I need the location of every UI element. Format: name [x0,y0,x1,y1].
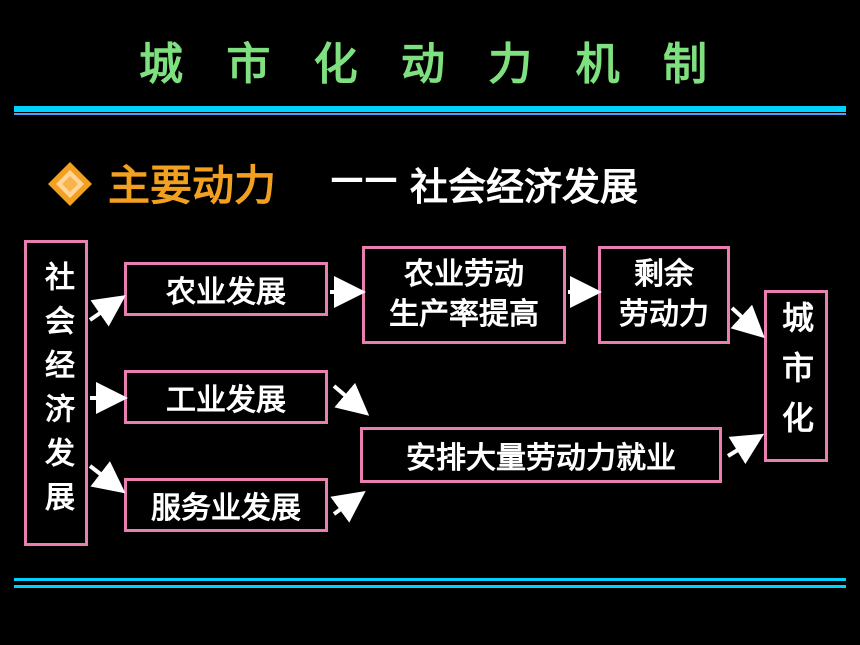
top-divider-accent [14,113,846,115]
employment-label: 安排大量劳动力就业 [406,441,676,476]
subtitle-main: 主要动力 [108,161,277,210]
page-title: 城 市 化 动 力 机 制 [139,39,721,90]
services-label: 服务业发展 [151,491,301,526]
surplus-label-line2: 劳动力 [619,297,709,332]
agriculture-box: 农业发展 [124,262,328,316]
arrow-industry-to-employment [332,382,370,416]
arrow-source-to-agriculture [88,295,126,327]
arrow-services-to-employment [330,490,366,523]
industry-label: 工业发展 [166,383,286,418]
source-label: 社会经济发展 [39,261,74,525]
productivity-label-line2: 生产率提高 [389,297,539,332]
arrow-surplus-to-target [730,304,765,339]
productivity-box: 农业劳动 生产率提高 [362,246,566,344]
arrow-source-to-services [88,461,126,494]
bottom-divider [14,578,846,581]
industry-box: 工业发展 [124,370,328,424]
source-box: 社会经济发展 [24,240,88,546]
subtitle-dash: —— [330,158,398,198]
bottom-divider-accent [14,585,846,588]
diamond-bullet-icon [48,162,92,206]
target-box: 城市化 [764,290,828,462]
agriculture-label: 农业发展 [166,275,286,310]
employment-box: 安排大量劳动力就业 [360,427,722,483]
subtitle-rest: 社会经济发展 [410,165,639,209]
services-box: 服务业发展 [124,478,328,532]
productivity-label-line1: 农业劳动 [404,257,524,292]
top-divider [14,106,846,112]
surplus-label-line1: 剩余 [634,257,694,292]
surplus-box: 剩余 劳动力 [598,246,730,344]
target-label: 城市化 [777,301,815,451]
arrow-employment-to-target [726,433,765,465]
